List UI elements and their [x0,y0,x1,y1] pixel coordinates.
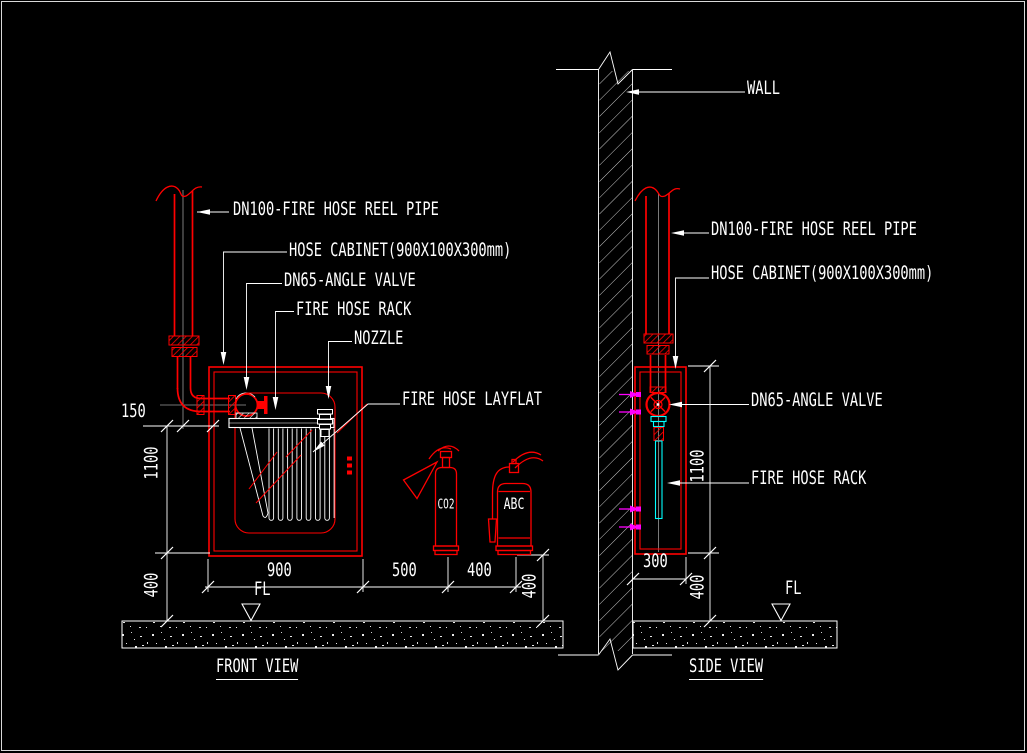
hose-cabinet-side [634,366,687,555]
front-dimensions [143,419,550,628]
front-view-linework [121,185,564,649]
pipe-flange [168,335,200,346]
title-side-view: SIDE VIEW [689,657,764,680]
anchor-icon [619,523,641,531]
angle-valve-side [645,391,671,418]
wall-break-bottom [598,637,633,671]
label-side-rack: FIRE HOSE RACK [751,467,867,489]
label-front-floor-level: FL [254,578,271,600]
dim-side-cabinet-height: 1100 [686,449,709,483]
anchor-icon [619,505,641,513]
fire-hose-rack-side [654,440,663,520]
leader-arrow-icon [671,230,684,236]
dim-side-cabinet-depth: 300 [643,550,668,572]
pipe-break-symbol [155,185,203,202]
wall-hatch [599,71,632,651]
ground-side [632,620,838,649]
pipe-flange [643,333,674,344]
label-side-valve: DN65-ANGLE VALVE [751,389,883,411]
leader-arrow-icon [272,397,279,410]
pipe-break-symbol [634,186,681,202]
title-front-view: FRONT VIEW [216,657,299,680]
front-leaders [197,209,400,453]
wall-anchors [619,391,641,531]
floor-level-marker-icon [771,603,791,622]
pipe-reducer [646,345,670,355]
side-view-linework [619,186,838,649]
dim-front-cabinet-height: 1100 [140,446,163,480]
leader-arrow-icon [197,209,210,215]
leader-arrow-icon [667,480,680,486]
wall-break-top [598,50,633,85]
wall-section [556,50,745,671]
door-handle [347,456,352,475]
pipe-reducer [171,347,198,357]
co2-extinguisher-icon [402,445,460,556]
label-front-valve: DN65-ANGLE VALVE [284,269,416,291]
label-side-cabinet: HOSE CABINET(900X100X300mm) [711,262,934,284]
dim-side-mount-height: 400 [686,574,709,600]
dim-front-gap-co2: 500 [392,559,417,581]
anchor-icon [619,408,641,416]
leader-arrow-icon [672,356,679,369]
dim-front-cabinet-width: 900 [267,559,292,581]
leader-arrow-icon [626,89,639,95]
label-co2: CO2 [437,497,455,513]
label-front-cabinet: HOSE CABINET(900X100X300mm) [289,239,512,261]
anchor-icon [619,391,641,398]
label-front-nozzle: NOZZLE [354,327,404,349]
cabinet-window [234,392,336,534]
label-abc: ABC [503,494,525,513]
dim-front-pipe-offset: 150 [121,400,146,422]
label-front-pipe: DN100-FIRE HOSE REEL PIPE [233,198,439,220]
leader-arrow-icon [325,386,332,399]
label-wall: WALL [747,77,780,99]
nozzle-front [317,409,333,437]
side-dimensions [626,359,791,628]
leader-arrow-icon [669,401,682,408]
side-leaders [667,230,749,486]
label-front-rack: FIRE HOSE RACK [296,298,412,320]
hose-drop [239,427,269,518]
leader-arrow-icon [220,352,227,365]
label-side-pipe: DN100-FIRE HOSE REEL PIPE [711,218,917,240]
hose-cabinet-front [208,366,363,557]
ground-front [121,620,564,649]
leader-arrow-icon [243,377,250,390]
abc-extinguisher-icon [487,451,544,556]
dim-front-ext-height: 400 [518,573,541,599]
dim-front-gap-abc: 400 [467,559,492,581]
dim-front-mount-height: 400 [140,572,163,598]
floor-level-marker-icon [241,603,261,622]
label-front-layflat: FIRE HOSE LAYFLAT [402,388,543,410]
label-side-floor-level: FL [785,577,802,599]
leader-arrow-icon [313,441,325,452]
